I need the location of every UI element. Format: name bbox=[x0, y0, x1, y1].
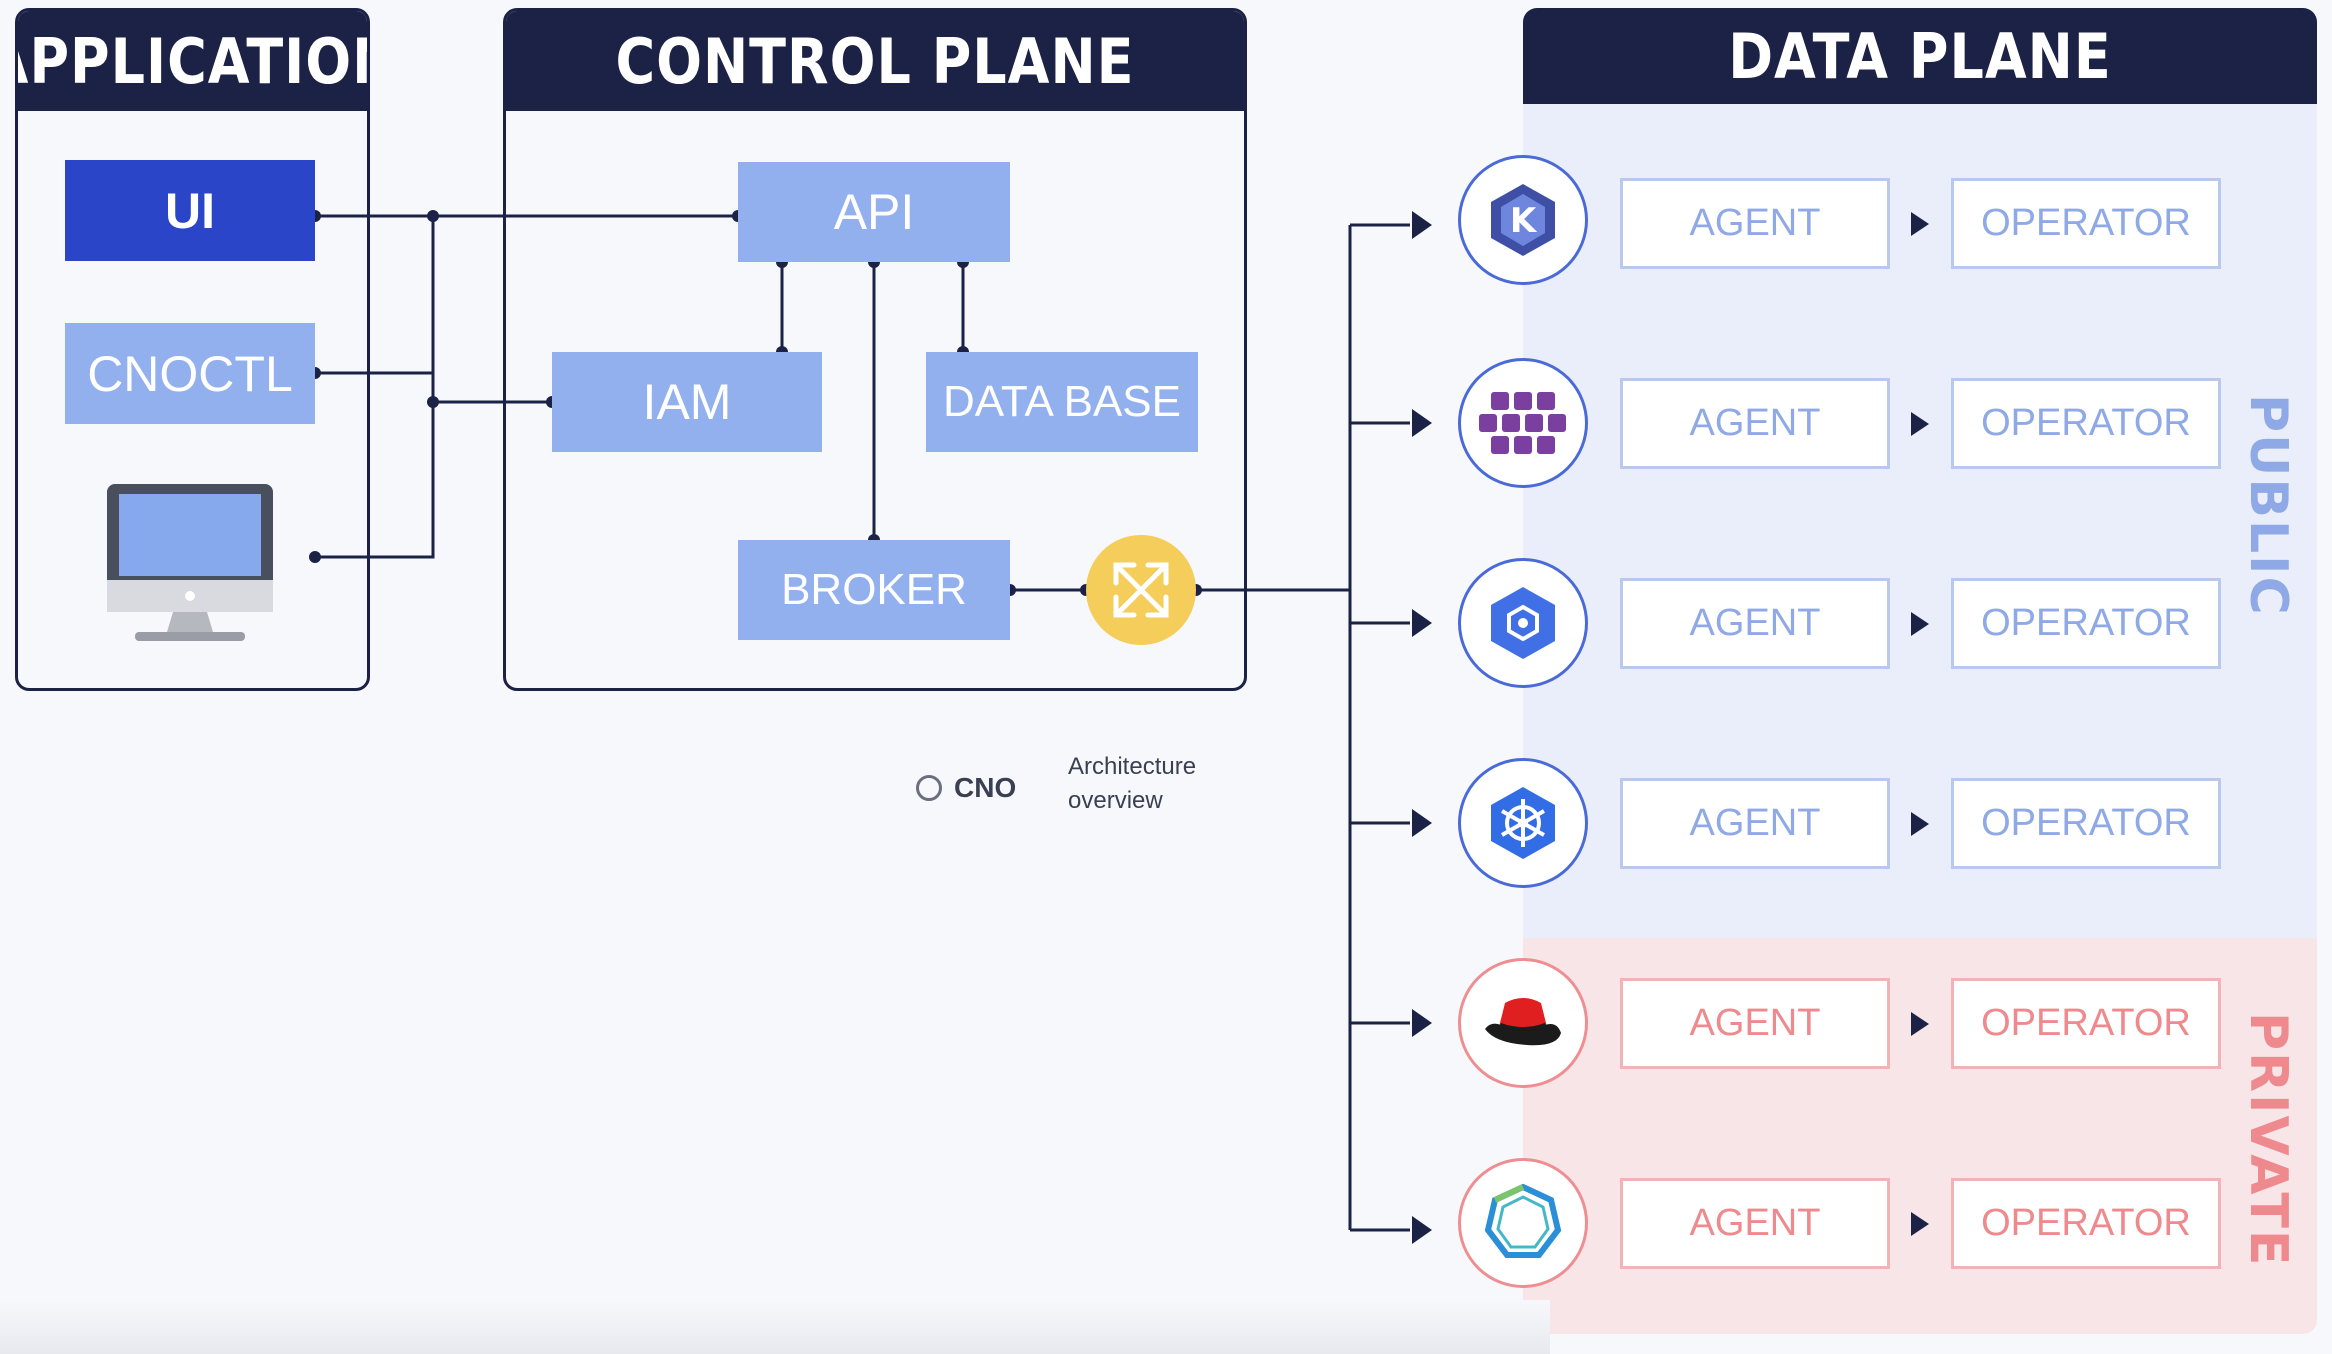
operator-box-4: OPERATOR bbox=[1951, 778, 2221, 869]
database-box: DATA BASE bbox=[926, 352, 1198, 452]
arrowhead-2 bbox=[1412, 409, 1432, 437]
operator-box-3: OPERATOR bbox=[1951, 578, 2221, 669]
agent-box-1: AGENT bbox=[1620, 178, 1890, 269]
agent-operator-arrow-6 bbox=[1911, 1212, 1929, 1236]
cnoctl-box: CNOCTL bbox=[65, 323, 315, 424]
application-title: APPLICATION bbox=[18, 11, 367, 111]
desktop-bus-line bbox=[315, 216, 435, 559]
agent-box-5: AGENT bbox=[1620, 978, 1890, 1069]
operator-box-1: OPERATOR bbox=[1951, 178, 2221, 269]
agent-operator-arrow-1 bbox=[1911, 212, 1929, 236]
desktop-monitor-icon bbox=[105, 480, 275, 645]
cubes-cluster-icon bbox=[1458, 358, 1588, 488]
arrowhead-5 bbox=[1412, 1009, 1432, 1037]
arrowhead-1 bbox=[1412, 211, 1432, 239]
svg-text:K: K bbox=[1510, 201, 1538, 241]
agent-box-4: AGENT bbox=[1620, 778, 1890, 869]
broker-box: BROKER bbox=[738, 540, 1010, 640]
helm-wheel-icon bbox=[1458, 758, 1588, 888]
agent-operator-arrows bbox=[1911, 212, 1929, 1236]
application-panel: APPLICATION bbox=[15, 8, 370, 691]
agent-box-2: AGENT bbox=[1620, 378, 1890, 469]
ui-box: UI bbox=[65, 160, 315, 261]
operator-box-2: OPERATOR bbox=[1951, 378, 2221, 469]
public-label: PUBLIC bbox=[2238, 393, 2298, 617]
agent-operator-arrow-2 bbox=[1911, 412, 1929, 436]
arrowhead-6 bbox=[1412, 1216, 1432, 1244]
agent-operator-arrow-4 bbox=[1911, 812, 1929, 836]
operator-box-5: OPERATOR bbox=[1951, 978, 2221, 1069]
agent-box-3: AGENT bbox=[1620, 578, 1890, 669]
expand-arrows-icon bbox=[1086, 535, 1196, 645]
agent-operator-arrow-3 bbox=[1911, 612, 1929, 636]
control-plane-title: CONTROL PLANE bbox=[506, 11, 1244, 111]
control-plane-panel: CONTROL PLANE bbox=[503, 8, 1247, 691]
operator-box-6: OPERATOR bbox=[1951, 1178, 2221, 1269]
hexagon-cube-icon bbox=[1458, 558, 1588, 688]
kubernetes-k-icon: K bbox=[1458, 155, 1588, 285]
agent-box-6: AGENT bbox=[1620, 1178, 1890, 1269]
agent-operator-arrow-5 bbox=[1911, 1012, 1929, 1036]
arrowhead-3 bbox=[1412, 609, 1432, 637]
bottom-shadow bbox=[0, 1300, 1550, 1354]
openstack-ring-icon bbox=[1458, 1158, 1588, 1288]
iam-box: IAM bbox=[552, 352, 822, 452]
cno-logo-icon bbox=[916, 775, 942, 801]
arrowhead-4 bbox=[1412, 809, 1432, 837]
private-label: PRIVATE bbox=[2238, 1012, 2298, 1268]
diagram-subtitle: Architecture overview bbox=[1068, 753, 1197, 814]
redhat-hat-icon bbox=[1458, 958, 1588, 1088]
data-plane-title: DATA PLANE bbox=[1523, 8, 2317, 104]
cno-brand: CNO bbox=[916, 770, 1036, 806]
api-box: API bbox=[738, 162, 1010, 262]
